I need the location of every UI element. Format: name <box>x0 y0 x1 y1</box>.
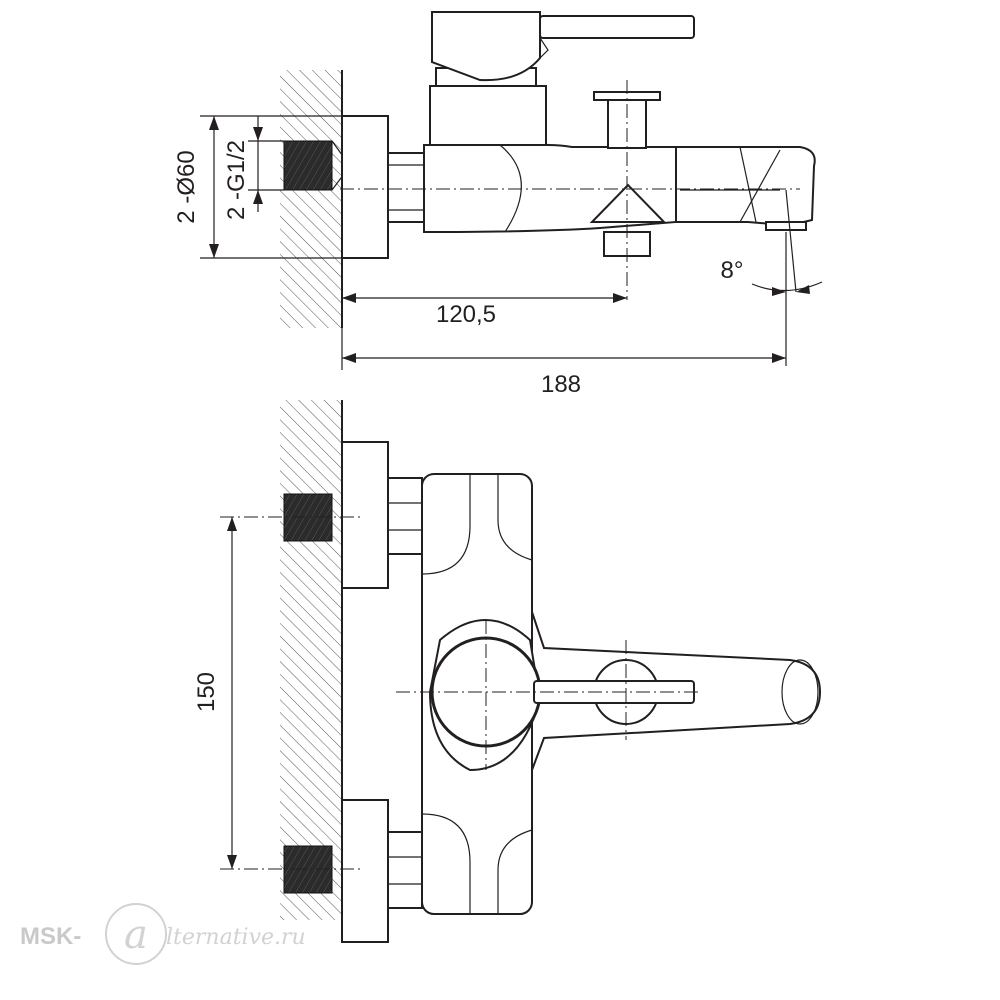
watermark-script: lternative.ru <box>166 925 306 950</box>
aerator-side <box>765 221 807 231</box>
side-view: 2 -Ø60 2 -G1/2 120,5 188 8° <box>173 11 823 398</box>
watermark-at-logo <box>105 903 167 965</box>
dim-spout-length: 188 <box>541 371 581 398</box>
wall-hatch-top <box>280 70 342 328</box>
diverter-cone-side <box>589 183 667 223</box>
dim-depth-to-diverter: 120,5 <box>436 301 496 328</box>
dim-thread: 2 -G1/2 <box>223 140 250 220</box>
dim-connection-diameter: 2 -Ø60 <box>173 150 200 223</box>
lever-side <box>431 11 541 82</box>
flange-bottom <box>341 799 389 943</box>
dim-spout-angle: 8° <box>721 257 744 284</box>
watermark-brand: MSK- <box>20 923 81 950</box>
nut-top <box>387 477 423 555</box>
wall-hatch-bottom <box>280 400 342 920</box>
nut-bottom <box>387 831 423 909</box>
lever-handle-side <box>539 15 695 39</box>
flange-side <box>341 115 389 259</box>
watermark: MSK- a lternative.ru <box>20 903 306 965</box>
top-view: 150 <box>193 400 822 943</box>
flange-top <box>341 441 389 589</box>
thread-inlet-side <box>283 140 333 191</box>
dim-inlet-spacing: 150 <box>193 672 220 712</box>
watermark-at-glyph: a <box>124 912 148 958</box>
cartridge-housing-side <box>429 85 547 146</box>
nut-side <box>387 152 425 223</box>
